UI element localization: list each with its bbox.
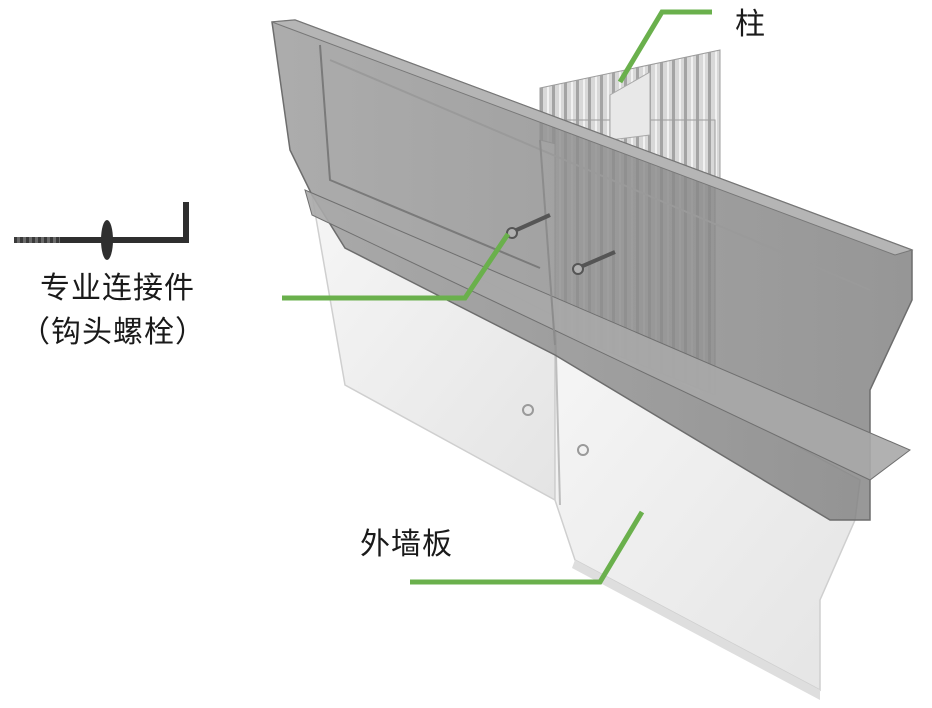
bolt-hole-left <box>522 404 534 416</box>
hook-bolts <box>506 213 616 275</box>
lower-wall-panel <box>311 193 861 700</box>
label-connector: 专业连接件 <box>40 271 195 306</box>
leader-line-column <box>617 9 712 84</box>
label-column: 柱 <box>735 7 766 42</box>
label-wall-panel: 外墙板 <box>360 527 453 562</box>
leader-line-wall-panel <box>410 510 645 585</box>
bolt-hole-right <box>577 444 589 456</box>
upper-wall-panel <box>271 19 914 521</box>
label-connector-sub: （钩头螺栓） <box>20 315 206 350</box>
hook-bolt-icon <box>14 202 189 260</box>
leader-line-connector <box>282 232 511 301</box>
